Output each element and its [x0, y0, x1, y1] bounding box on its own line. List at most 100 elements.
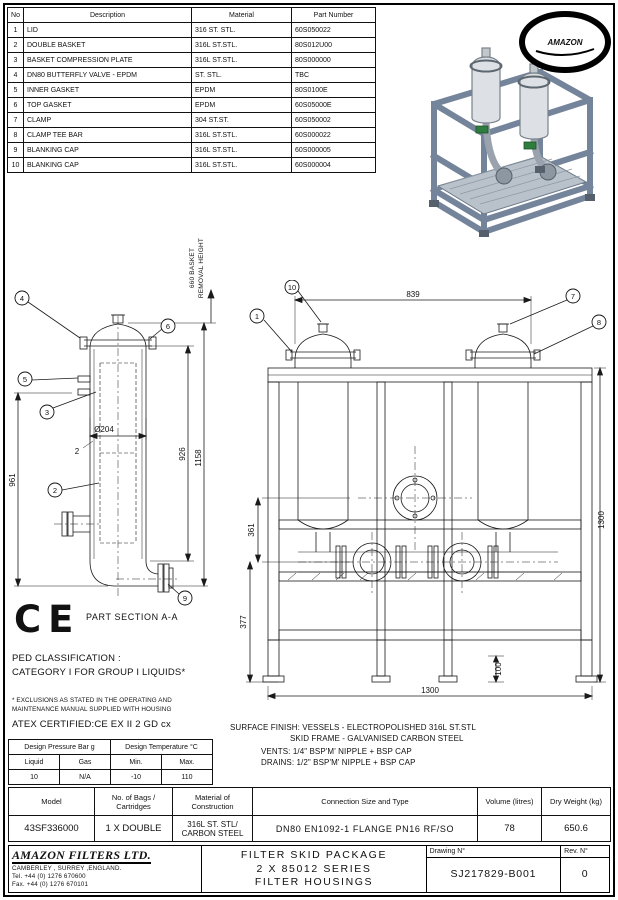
- balloon-9: 9: [167, 583, 193, 606]
- part-material: 304 ST.ST.: [191, 112, 292, 128]
- balloon-4: 4: [14, 290, 81, 339]
- spec-model: 43SF336000: [8, 815, 95, 842]
- valves-3d: [475, 125, 537, 150]
- spec-material: 316L ST. STL/ CARBON STEEL: [172, 815, 253, 842]
- ped-line2: CATEGORY I FOR GROUP I LIQUIDS*: [12, 667, 186, 678]
- svg-text:3: 3: [45, 408, 49, 417]
- logo-oval: [519, 11, 611, 73]
- dim-diameter: Ø204: [94, 425, 114, 434]
- svg-text:1: 1: [255, 312, 259, 321]
- part-no: 5: [7, 82, 24, 98]
- spec-weight: 650.6: [541, 815, 611, 842]
- balloon-6: 6: [149, 318, 176, 340]
- ce-mark: CE: [14, 598, 81, 641]
- col-max: Max.: [161, 754, 213, 770]
- dim-1300-bottom: 1300: [421, 686, 439, 695]
- part-number: 60S05000E: [291, 97, 376, 113]
- ped-line1: PED CLASSIFICATION :: [12, 653, 121, 664]
- spec-values-row: 43SF336000 1 X DOUBLE 316L ST. STL/ CARB…: [8, 815, 611, 842]
- parts-header-row: No Description Material Part Number: [7, 7, 376, 23]
- feet-3d: [429, 166, 595, 237]
- col-header-material: Material: [191, 7, 292, 23]
- part-number: 80S000000: [291, 52, 376, 68]
- spec-header-row: Model No. of Bags / Cartridges Material …: [8, 787, 611, 816]
- design-subheader-row: Liquid Gas Min. Max.: [8, 754, 213, 770]
- col-header-part-number: Part Number: [291, 7, 376, 23]
- dim-361: 361: [247, 523, 256, 537]
- balloon-7: 7: [509, 288, 581, 325]
- amazon-logo: AMAZON: [519, 11, 611, 73]
- part-number: 80S0100E: [291, 82, 376, 98]
- col-liquid: Liquid: [8, 754, 60, 770]
- part-desc: DOUBLE BASKET: [23, 37, 192, 53]
- part-number: 60S000022: [291, 127, 376, 143]
- part-no: 8: [7, 127, 24, 143]
- part-material: 316L ST.STL.: [191, 142, 292, 158]
- part-no: 10: [7, 157, 24, 173]
- part-material: EPDM: [191, 82, 292, 98]
- drawing-title-box: FILTER SKID PACKAGE 2 X 85012 SERIES FIL…: [201, 846, 425, 892]
- atex-note: ATEX CERTIFIED:CE EX II 2 GD cx: [12, 719, 171, 730]
- col-min: Min.: [110, 754, 162, 770]
- design-header-row: Design Pressure Bar g Design Temperature…: [8, 739, 213, 755]
- part-material: ST. STL.: [191, 67, 292, 83]
- spec-bags: 1 X DOUBLE: [94, 815, 173, 842]
- part-material: 316L ST.STL.: [191, 157, 292, 173]
- revision-value: 0: [581, 868, 589, 880]
- col-header-no: No: [7, 7, 24, 23]
- drawing-number-value: SJ217829-B001: [450, 868, 537, 880]
- part-no: 2: [7, 37, 24, 53]
- drawing-title-line2: 2 X 85012 SERIES: [256, 862, 372, 875]
- part-desc: BASKET COMPRESSION PLATE: [23, 52, 192, 68]
- drawing-number-box: Drawing N° SJ217829-B001: [425, 846, 561, 892]
- part-no: 7: [7, 112, 24, 128]
- part-material: 316L ST.STL.: [191, 37, 292, 53]
- part-desc: BLANKING CAP: [23, 157, 192, 173]
- svg-text:8: 8: [597, 318, 601, 327]
- svg-text:9: 9: [183, 594, 187, 603]
- part-number: 60S000004: [291, 157, 376, 173]
- exclusions-note: * EXCLUSIONS AS STATED IN THE OPERATING …: [12, 697, 172, 714]
- dim-839: 839: [406, 290, 420, 299]
- svg-text:4: 4: [20, 294, 24, 303]
- vessels-3d: [469, 47, 551, 140]
- part-no: 6: [7, 97, 24, 113]
- part-material: 316L ST.STL.: [191, 127, 292, 143]
- title-block: AMAZON FILTERS LTD. CAMBERLEY , SURREY ,…: [8, 845, 610, 893]
- design-pressure-header: Design Pressure Bar g: [8, 739, 111, 755]
- part-desc: TOP GASKET: [23, 97, 192, 113]
- spec-header-connection: Connection Size and Type: [252, 787, 478, 816]
- part-desc: BLANKING CAP: [23, 142, 192, 158]
- part-no: 9: [7, 142, 24, 158]
- drawing-title-line1: FILTER SKID PACKAGE: [240, 849, 388, 861]
- part-no: 4: [7, 67, 24, 83]
- spec-header-material: Material of Construction: [172, 787, 253, 816]
- balloon-1: 1: [249, 308, 293, 353]
- part-material: 316L ST.STL.: [191, 52, 292, 68]
- logo-brand-text: AMAZON: [546, 38, 582, 47]
- part-material: 316 ST. STL.: [191, 22, 292, 38]
- val-max: 110: [161, 769, 213, 785]
- part-number: 80S012U00: [291, 37, 376, 53]
- part-desc: CLAMP TEE BAR: [23, 127, 192, 143]
- skid-frame-3d: [429, 69, 594, 235]
- drawing-title-line3: FILTER HOUSINGS: [254, 876, 374, 888]
- spec-connection: DN80 EN1092-1 FLANGE PN16 RF/SO: [252, 815, 478, 842]
- spec-header-weight: Dry Weight (kg): [541, 787, 611, 816]
- front-view-drawing: 839 1300 1300 361 377 100 10 1 7 8: [239, 280, 607, 700]
- svg-text:6: 6: [166, 322, 170, 331]
- balloon-3: 3: [39, 391, 97, 420]
- balloon-2: 2: [47, 482, 100, 498]
- part-number: 60S000005: [291, 142, 376, 158]
- col-header-description: Description: [23, 7, 192, 23]
- dim-377: 377: [239, 615, 248, 629]
- section-label: PART SECTION A-A: [86, 612, 179, 622]
- finish-line4: DRAINS: 1/2" BSP'M' NIPPLE + BSP CAP: [261, 757, 416, 767]
- part-no: 1: [7, 22, 24, 38]
- val-gas: N/A: [59, 769, 111, 785]
